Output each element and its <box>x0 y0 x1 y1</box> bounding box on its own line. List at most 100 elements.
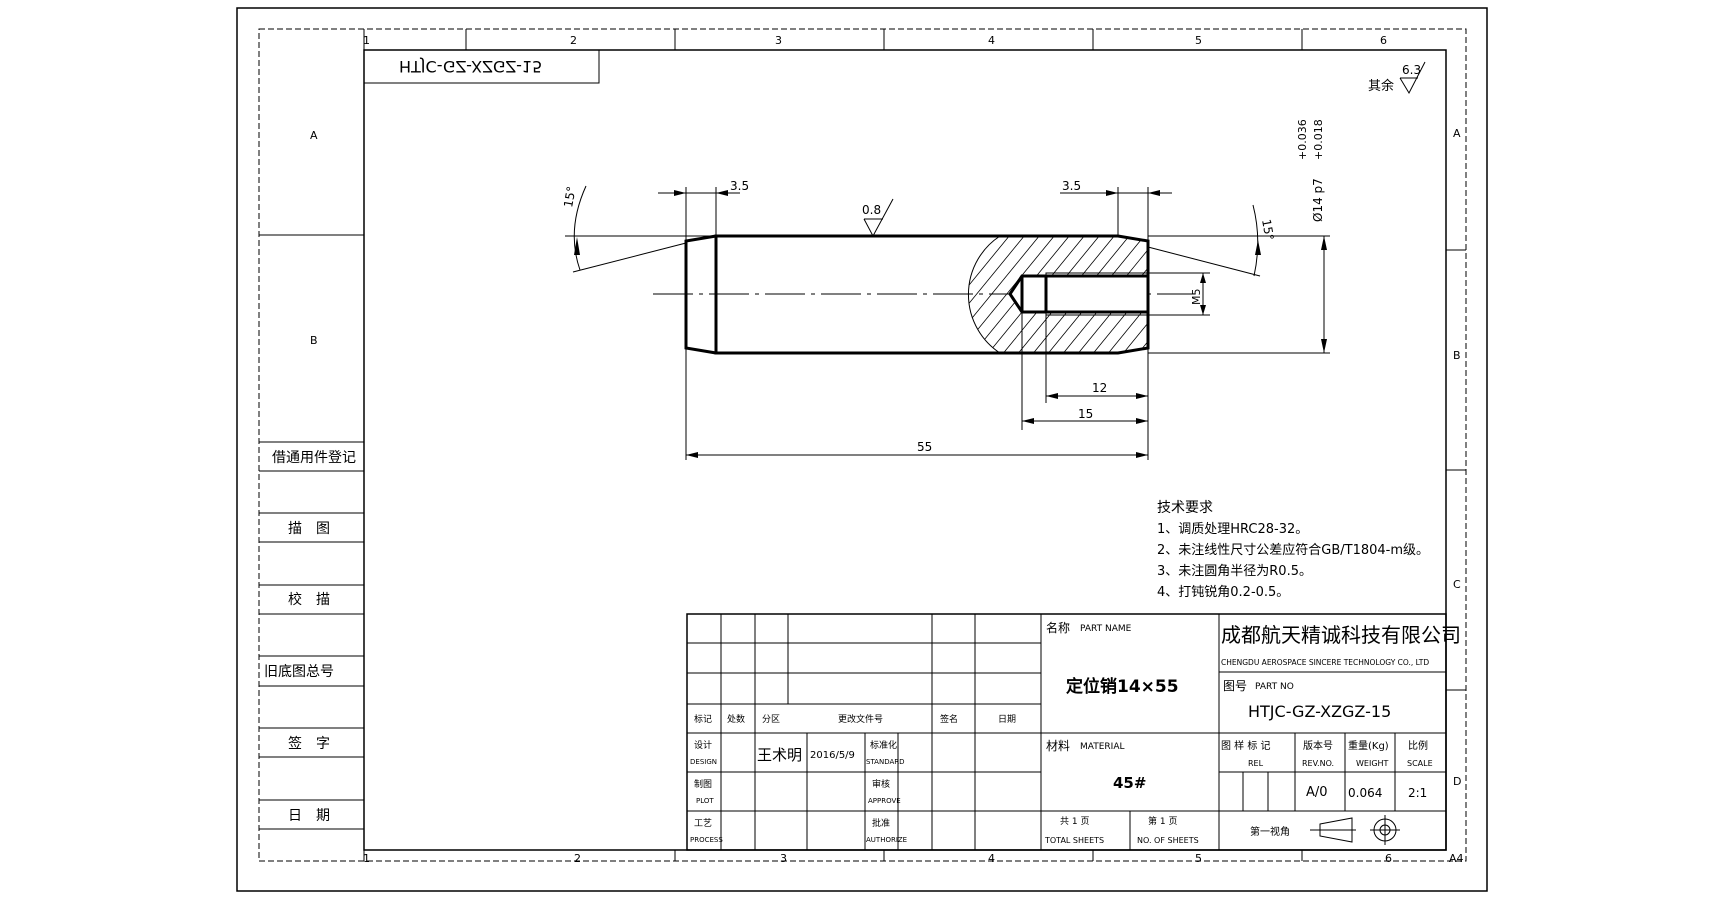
default-roughness-symbol: 其余 6.3 <box>1368 61 1426 95</box>
revision-value: A/0 <box>1306 785 1328 800</box>
svg-text:TOTAL SHEETS: TOTAL SHEETS <box>1044 836 1104 845</box>
tech-title: 技术要求 <box>1157 500 1213 516</box>
title-block: 标记 处数 分区 更改文件号 签名 日期 设计 DESIGN 王术明 2016/… <box>686 613 1461 851</box>
svg-text:REL: REL <box>1248 759 1264 768</box>
svg-text:C: C <box>1453 578 1461 591</box>
svg-text:M5: M5 <box>1190 289 1203 306</box>
design-date: 2016/5/9 <box>810 750 855 761</box>
svg-text:处数: 处数 <box>727 713 745 725</box>
svg-text:A: A <box>1453 127 1461 140</box>
svg-text:比例: 比例 <box>1408 739 1428 752</box>
tech-item: 3、未注圆角半径为R0.5。 <box>1157 564 1312 579</box>
scale-value: 2:1 <box>1408 786 1427 800</box>
svg-text:PROCESS: PROCESS <box>690 836 723 844</box>
svg-text:D: D <box>1453 775 1461 788</box>
svg-text:4: 4 <box>988 852 995 865</box>
svg-text:制图: 制图 <box>694 778 712 790</box>
svg-text:批准: 批准 <box>872 817 890 829</box>
svg-text:材料: 材料 <box>1046 739 1070 753</box>
svg-text:B: B <box>1453 349 1461 362</box>
svg-text:12: 12 <box>1092 381 1107 395</box>
svg-text:版本号: 版本号 <box>1303 739 1333 752</box>
svg-text:MATERIAL: MATERIAL <box>1080 742 1125 752</box>
part-name: 定位销14×55 <box>1066 676 1179 697</box>
svg-text:2: 2 <box>574 852 581 865</box>
top-zone-ruler: 1 2 3 4 5 6 <box>363 29 1387 50</box>
tech-item: 2、未注线性尺寸公差应符合GB/T1804-m级。 <box>1157 542 1429 558</box>
svg-text:分区: 分区 <box>762 714 780 725</box>
svg-text:+0.018: +0.018 <box>1312 119 1325 160</box>
first-angle-projection-icon <box>1310 815 1400 845</box>
drawing-frame <box>363 49 1447 851</box>
part-number: HTJC-GZ-XZGZ-15 <box>1248 702 1391 721</box>
svg-text:5: 5 <box>1195 852 1202 865</box>
svg-text:STANDARD: STANDARD <box>866 758 905 766</box>
designer-name: 王术明 <box>757 746 802 764</box>
svg-text:15°: 15° <box>561 185 578 208</box>
svg-text:其余: 其余 <box>1368 78 1394 94</box>
strip-label: 旧底图总号 <box>264 664 334 680</box>
strip-label: 校 描 <box>288 591 330 608</box>
svg-text:图号: 图号 <box>1223 679 1247 693</box>
svg-text:5: 5 <box>1195 34 1202 47</box>
outer-border <box>236 7 1488 892</box>
svg-text:REV.NO.: REV.NO. <box>1302 759 1334 768</box>
right-zone-ruler: A B C D <box>1446 127 1466 788</box>
svg-text:图 样 标 记: 图 样 标 记 <box>1221 739 1271 752</box>
svg-text:6: 6 <box>1380 34 1387 47</box>
tech-item: 4、打钝锐角0.2-0.5。 <box>1157 585 1289 600</box>
svg-text:55: 55 <box>917 440 932 454</box>
svg-text:AUTHORIZE: AUTHORIZE <box>866 836 907 844</box>
technical-requirements: 技术要求 1、调质处理HRC28-32。 2、未注线性尺寸公差应符合GB/T18… <box>1157 500 1429 600</box>
svg-text:3.5: 3.5 <box>730 179 749 193</box>
svg-text:审核: 审核 <box>872 778 890 790</box>
svg-text:SCALE: SCALE <box>1407 759 1433 768</box>
svg-text:+0.036: +0.036 <box>1296 119 1309 160</box>
svg-text:3: 3 <box>775 34 782 47</box>
svg-text:共 1 页: 共 1 页 <box>1060 816 1089 827</box>
svg-text:A: A <box>310 129 318 142</box>
strip-label: 描 图 <box>288 521 330 537</box>
svg-text:APPROVE: APPROVE <box>868 797 901 805</box>
svg-text:PLOT: PLOT <box>696 797 714 805</box>
bottom-zone-ruler: 1 2 3 4 5 6 A4 <box>363 850 1464 865</box>
svg-text:4: 4 <box>988 34 995 47</box>
weight-value: 0.064 <box>1348 786 1382 800</box>
strip-label: 借通用件登记 <box>272 450 356 466</box>
svg-text:工艺: 工艺 <box>694 818 712 829</box>
svg-text:设计: 设计 <box>694 739 712 751</box>
strip-label: 日 期 <box>288 808 330 824</box>
part-view: 3.5 3.5 15° 15° 0.8 Ø14 p7 +0.036 +0.018… <box>561 119 1330 460</box>
company-name-cn: 成都航天精诚科技有限公司 <box>1221 623 1461 647</box>
svg-text:名称: 名称 <box>1046 620 1070 635</box>
mirrored-drawing-number: HTJC-GZ-XZGZ-15 <box>363 49 600 84</box>
svg-text:标准化: 标准化 <box>870 739 897 751</box>
svg-text:签名: 签名 <box>940 713 958 725</box>
svg-text:15: 15 <box>1078 407 1093 421</box>
svg-text:第一视角: 第一视角 <box>1250 825 1290 838</box>
svg-text:15°: 15° <box>1259 218 1276 241</box>
svg-text:NO. OF SHEETS: NO. OF SHEETS <box>1137 836 1199 845</box>
svg-text:B: B <box>310 334 318 347</box>
tech-item: 1、调质处理HRC28-32。 <box>1157 522 1308 537</box>
svg-text:Ø14 p7: Ø14 p7 <box>1311 178 1325 222</box>
svg-text:0.8: 0.8 <box>862 203 881 217</box>
svg-text:DESIGN: DESIGN <box>690 758 717 766</box>
svg-text:更改文件号: 更改文件号 <box>838 713 883 725</box>
svg-text:1: 1 <box>363 34 370 47</box>
svg-text:日期: 日期 <box>998 714 1016 725</box>
section-hatch <box>968 236 1148 353</box>
strip-label: 签 字 <box>288 735 330 752</box>
svg-text:重量(Kg): 重量(Kg) <box>1348 739 1389 752</box>
svg-text:6: 6 <box>1385 852 1392 865</box>
svg-text:PART NAME: PART NAME <box>1080 624 1132 634</box>
material-value: 45# <box>1113 774 1146 792</box>
svg-text:3: 3 <box>780 852 787 865</box>
svg-text:HTJC-GZ-XZGZ-15: HTJC-GZ-XZGZ-15 <box>399 57 542 76</box>
company-name-en: CHENGDU AEROSPACE SINCERE TECHNOLOGY CO.… <box>1221 658 1429 667</box>
dashed-frame <box>258 28 1467 862</box>
svg-text:标记: 标记 <box>694 713 712 725</box>
svg-text:2: 2 <box>570 34 577 47</box>
svg-text:A4: A4 <box>1449 852 1464 865</box>
